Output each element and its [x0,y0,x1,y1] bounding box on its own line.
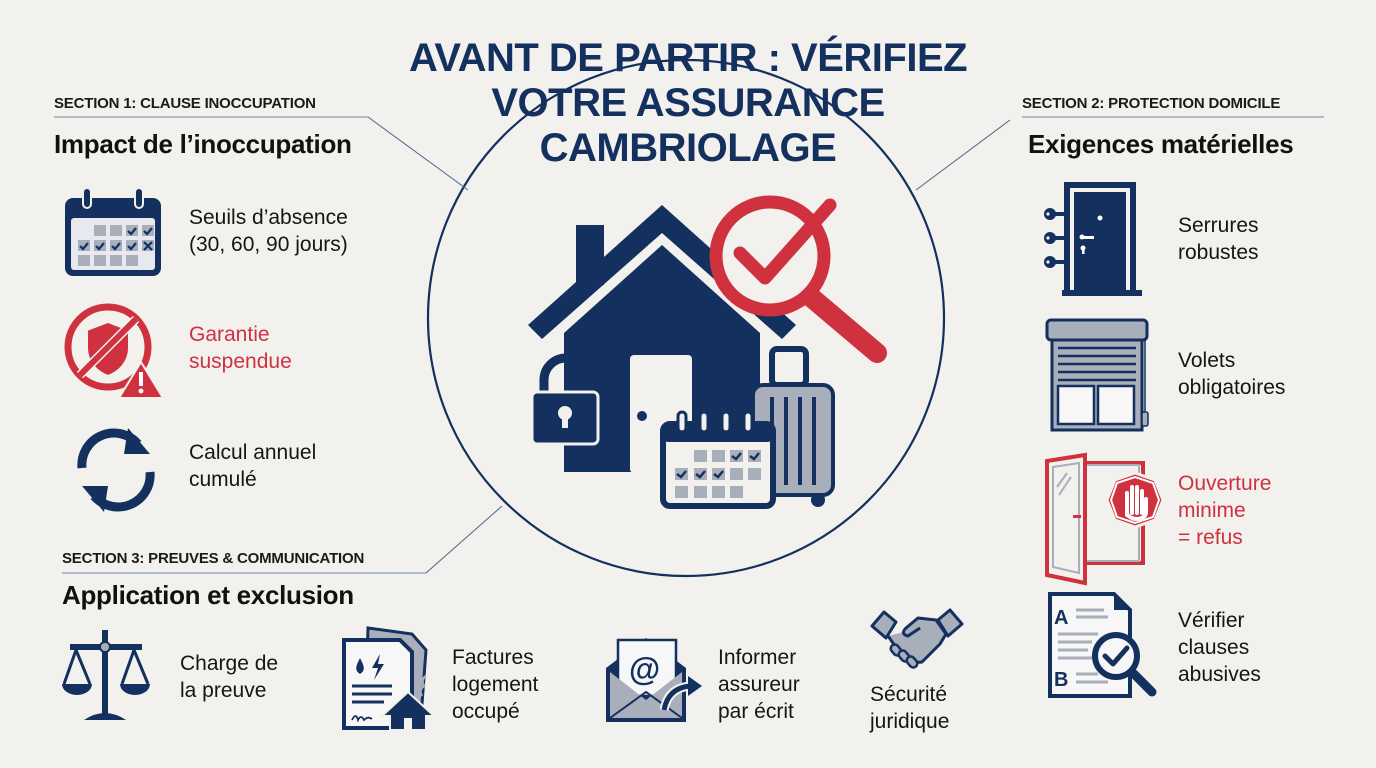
item-burden-of-proof: Charge de la preuve [180,652,279,702]
handshake-icon [870,608,964,669]
section-1-title: Impact de l’inoccupation [54,129,352,159]
item-absence-thresholds: Seuils d’absence (30, 60, 90 jours) [189,206,348,256]
email-send-icon: @ [606,638,702,722]
section-1-label: SECTION 1: CLAUSE INOCCUPATION [54,95,316,112]
document-magnifier-icon: A B [1048,592,1157,698]
item-annual-cumulative: Calcul annuel cumulé [189,441,317,491]
item-inform-insurer-in-writing: Informer assureur par écrit [718,646,800,723]
svg-text:A: A [1054,607,1068,629]
title-line-2: VOTRE ASSURANCE [491,81,885,125]
door-keys-icon [1044,182,1142,296]
section-2-label: SECTION 2: PROTECTION DOMICILE [1022,95,1281,112]
item-minimal-opening-refusal: Ouverture minime = refus [1178,472,1272,549]
house-icon [528,205,796,473]
open-window-stop-icon [1045,452,1165,586]
svg-text:@: @ [629,651,660,687]
item-occupied-home-bills: Factures logement occupé [452,646,539,723]
calendar-check-icon [65,187,161,276]
section-3-label: SECTION 3: PREUVES & COMMUNICATION [62,550,365,567]
item-legal-security: Sécurité juridique [870,683,950,733]
item-mandatory-shutters: Volets obligatoires [1178,349,1286,399]
title-line-3: CAMBRIOLAGE [539,126,837,170]
refresh-cycle-icon [77,428,155,512]
svg-text:B: B [1054,669,1068,691]
item-guarantee-suspended: Garantie suspendue [189,323,292,373]
item-check-abusive-clauses: Vérifier clauses abusives [1178,609,1261,686]
calendar-icon [660,410,776,509]
scales-icon [62,630,150,720]
section-2-title: Exigences matérielles [1028,129,1294,159]
roller-shutter-icon [1045,318,1149,432]
section-3-title: Application et exclusion [62,580,354,610]
title-line-1: AVANT DE PARTIR : VÉRIFIEZ [408,36,968,80]
shield-prohibited-warning-icon [64,303,165,399]
padlock-icon [530,353,600,446]
magnifier-check-icon [709,195,887,363]
item-strong-locks: Serrures robustes [1178,214,1259,264]
bills-house-icon [342,626,437,731]
page-title: AVANT DE PARTIR : VÉRIFIEZ VOTRE ASSURAN… [400,36,976,171]
